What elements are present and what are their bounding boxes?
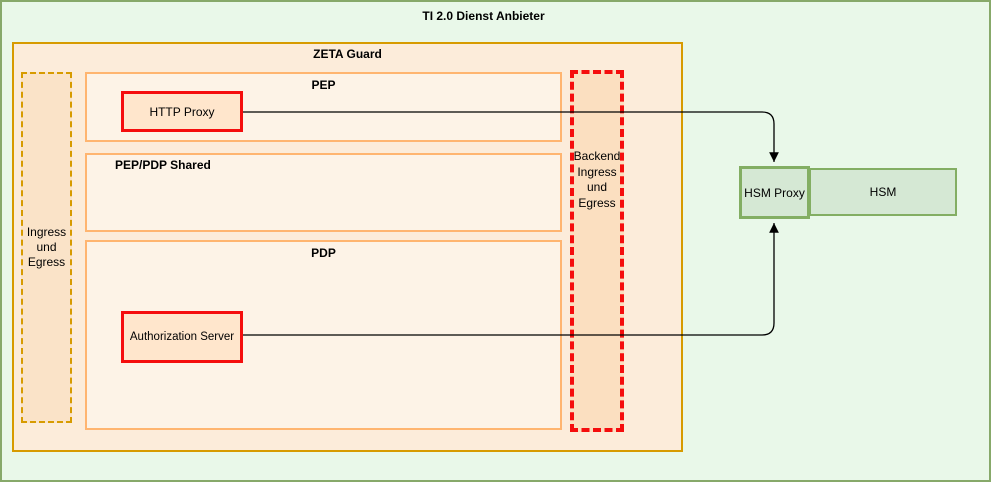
label-line: Egress <box>27 255 66 269</box>
hsm-proxy-label: HSM Proxy <box>744 185 805 200</box>
label-line: Ingress <box>26 225 67 239</box>
label-line: Backend <box>573 149 621 163</box>
authorization-server-node[interactable]: Authorization Server <box>121 311 243 363</box>
hsm-node[interactable]: HSM <box>809 168 957 216</box>
authorization-server-label: Authorization Server <box>129 331 235 343</box>
pep-label: PEP <box>311 78 336 92</box>
pdp-label: PDP <box>311 246 336 260</box>
label-line: und <box>36 240 57 254</box>
http-proxy-node[interactable]: HTTP Proxy <box>121 91 243 132</box>
hsm-label: HSM <box>869 185 897 199</box>
zeta-guard-label: ZETA Guard <box>313 47 382 61</box>
ingress-egress-zone[interactable]: Ingress und Egress <box>21 72 72 423</box>
backend-ingress-egress-zone[interactable] <box>570 70 624 432</box>
label-line: und <box>586 180 608 194</box>
ingress-egress-label: Ingress und Egress <box>27 225 66 270</box>
http-proxy-label: HTTP Proxy <box>149 104 215 119</box>
label-line: Ingress <box>577 164 617 179</box>
pep-pdp-shared-label: PEP/PDP Shared <box>115 158 211 172</box>
hsm-proxy-node[interactable]: HSM Proxy <box>739 166 810 219</box>
label-line: Egress <box>578 195 616 210</box>
page-title: TI 2.0 Dienst Anbieter <box>422 9 545 23</box>
backend-ingress-egress-label: Backend Ingress und Egress <box>564 149 630 211</box>
